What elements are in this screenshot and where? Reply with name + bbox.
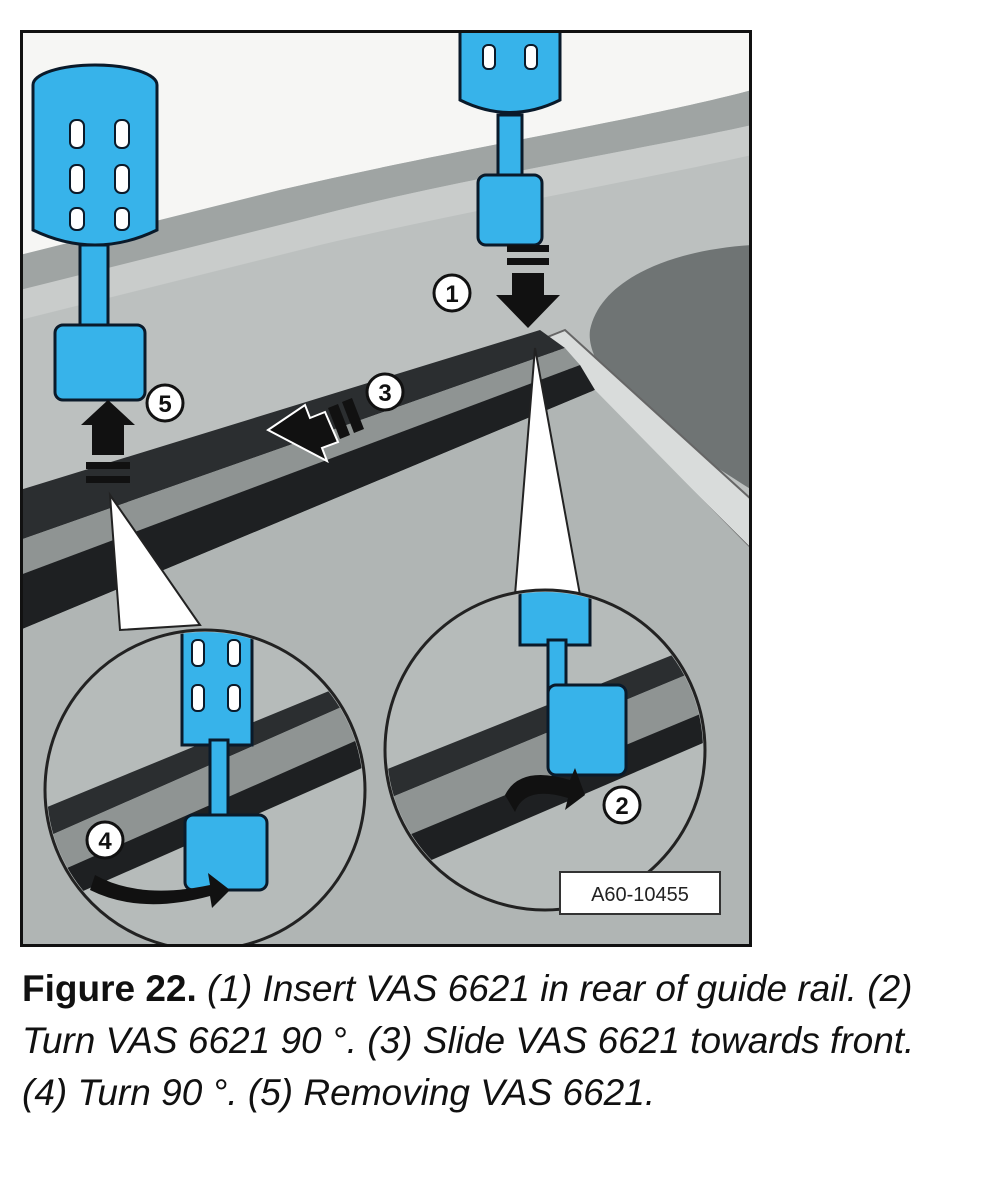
glass-panel: [589, 245, 752, 490]
callout-1: 1: [432, 273, 472, 313]
figure-illustration: 1 2 3 4 5 A60-10455: [20, 30, 752, 947]
image-code-text: A60-10455: [591, 884, 689, 906]
callout-2-label: 2: [615, 793, 628, 820]
inset-step-4: [43, 628, 367, 947]
callout-4: 4: [85, 820, 125, 860]
figure-border: [20, 30, 752, 947]
caption-label: Figure 22.: [22, 968, 197, 1009]
callout-3-label: 3: [378, 380, 391, 407]
arrow-down-icon: [496, 245, 560, 328]
figure-caption: Figure 22. (1) Insert VAS 6621 in rear o…: [22, 963, 967, 1119]
callout-5: 5: [145, 383, 185, 423]
caption-text: (1) Insert VAS 6621 in rear of guide rai…: [22, 968, 915, 1113]
callout-4-label: 4: [98, 828, 112, 855]
callout-5-label: 5: [158, 391, 171, 418]
callout-3: 3: [365, 372, 405, 412]
arrow-up-icon: [81, 400, 135, 483]
tool-5-icon: [31, 63, 159, 402]
figure-svg: 1 2 3 4 5 A60-10455: [20, 30, 752, 947]
tool-1-icon: [458, 30, 562, 247]
callout-1-label: 1: [445, 281, 458, 308]
inset-step-2: [383, 588, 707, 912]
image-code-badge: A60-10455: [559, 871, 721, 915]
callout-2: 2: [602, 785, 642, 825]
arrow-left-icon: [266, 398, 364, 464]
